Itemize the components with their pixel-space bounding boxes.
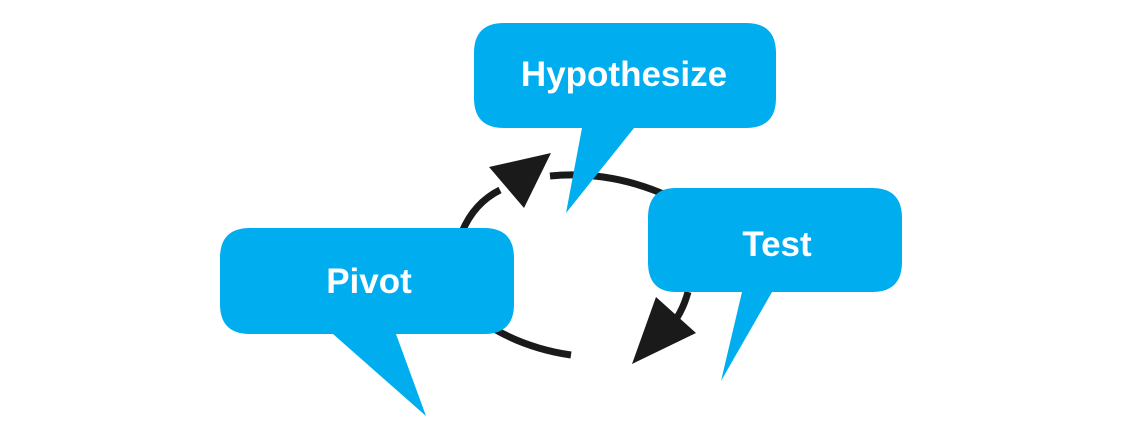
arrowhead-into-hypothesize bbox=[489, 153, 551, 208]
bubble-test: Test bbox=[648, 188, 902, 381]
arrow-arc-hypothesize-to-test bbox=[549, 171, 670, 200]
arrow-arc-bottom-to-pivot bbox=[494, 326, 572, 359]
bubble-hypothesize-shape bbox=[474, 23, 776, 213]
bubble-pivot: Pivot bbox=[220, 228, 514, 416]
bubble-test-label: Test bbox=[742, 225, 812, 264]
bubble-test-shape bbox=[648, 188, 902, 381]
bubble-hypothesize-label: Hypothesize bbox=[521, 55, 727, 94]
bubble-pivot-label: Pivot bbox=[326, 262, 412, 301]
arrowhead-from-test bbox=[632, 297, 696, 364]
arrow-arc-pivot-to-hypothesize bbox=[458, 186, 502, 234]
bubble-hypothesize: Hypothesize bbox=[474, 23, 776, 213]
bubble-pivot-shape bbox=[220, 228, 514, 416]
